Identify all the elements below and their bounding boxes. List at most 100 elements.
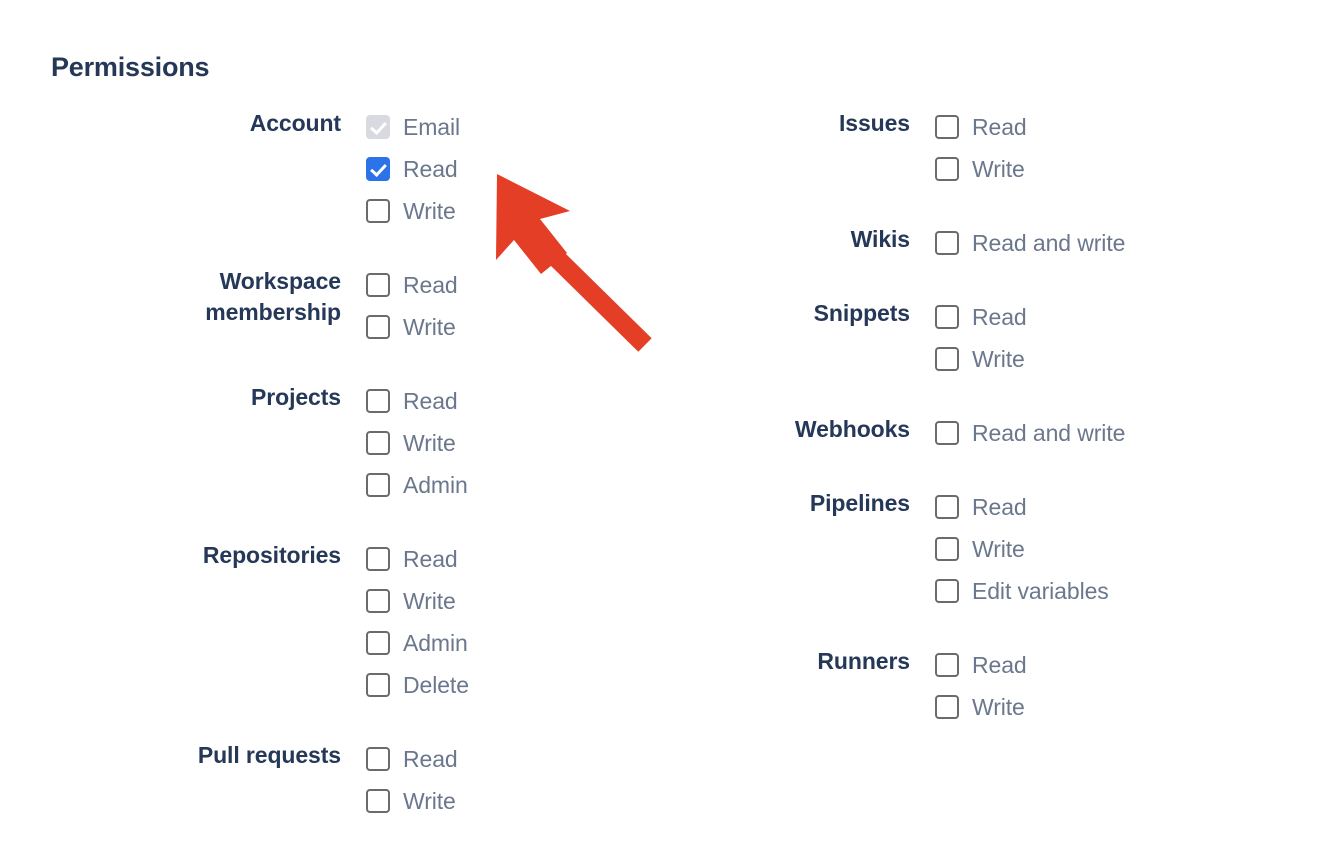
permission-option-row[interactable]: Read and write: [935, 412, 1125, 454]
permission-group-label: Pull requests: [197, 742, 341, 768]
permission-group-label: Projects: [251, 384, 341, 410]
permission-option-label: Write: [403, 314, 456, 340]
checkbox-unchecked-icon[interactable]: [366, 389, 390, 413]
permission-group-label: Snippets: [813, 300, 910, 326]
permission-option-row[interactable]: Read: [366, 738, 458, 780]
checkbox-unchecked-icon[interactable]: [366, 273, 390, 297]
permission-group-label: Issues: [838, 110, 910, 136]
checkbox-unchecked-icon[interactable]: [935, 653, 959, 677]
checkbox-unchecked-icon[interactable]: [366, 315, 390, 339]
permission-option-row[interactable]: Read: [935, 486, 1109, 528]
permission-option-label: Read: [972, 494, 1027, 520]
permission-option-label: Email: [403, 114, 461, 140]
permission-option-row[interactable]: Email: [366, 106, 460, 148]
checkbox-unchecked-icon[interactable]: [366, 547, 390, 571]
permission-option-row[interactable]: Edit variables: [935, 570, 1109, 612]
permission-option-label: Read: [972, 652, 1027, 678]
checkbox-unchecked-icon[interactable]: [935, 115, 959, 139]
permission-option-row[interactable]: Write: [366, 190, 460, 232]
permission-group-label: Repositories: [202, 542, 341, 568]
permission-option-row[interactable]: Admin: [366, 622, 469, 664]
permission-option-label: Write: [972, 156, 1025, 182]
permission-option-label: Delete: [403, 672, 469, 698]
checkbox-unchecked-icon[interactable]: [366, 199, 390, 223]
permission-group-label: Webhooks: [794, 416, 910, 442]
permission-option-label: Read: [972, 304, 1027, 330]
permission-option-label: Write: [403, 788, 456, 814]
permission-option-row[interactable]: Read: [935, 106, 1027, 148]
permission-option-label: Write: [972, 536, 1025, 562]
permission-option-row[interactable]: Write: [935, 148, 1027, 190]
checkbox-unchecked-icon[interactable]: [366, 747, 390, 771]
permission-option-label: Write: [972, 694, 1025, 720]
checkbox-unchecked-icon[interactable]: [935, 305, 959, 329]
permission-option-row[interactable]: Read: [366, 148, 460, 190]
permission-group-label: Pipelines: [809, 490, 910, 516]
permission-option-row[interactable]: Read and write: [935, 222, 1125, 264]
permission-option-row[interactable]: Write: [935, 338, 1027, 380]
permission-option-row[interactable]: Write: [366, 422, 468, 464]
checkbox-unchecked-icon[interactable]: [935, 537, 959, 561]
permission-option-label: Read: [403, 272, 458, 298]
permission-option-label: Read and write: [972, 230, 1126, 256]
checkbox-unchecked-icon[interactable]: [935, 157, 959, 181]
permission-option-row[interactable]: Write: [366, 580, 469, 622]
checkbox-unchecked-icon[interactable]: [935, 695, 959, 719]
checkbox-unchecked-icon[interactable]: [935, 421, 959, 445]
permission-group-label: Runners: [817, 648, 910, 674]
checkbox-unchecked-icon[interactable]: [366, 789, 390, 813]
permission-option-row[interactable]: Write: [935, 528, 1109, 570]
permission-option-label: Read: [972, 114, 1027, 140]
checkbox-unchecked-icon[interactable]: [366, 631, 390, 655]
permission-option-row[interactable]: Read: [366, 380, 468, 422]
permission-group-label: Account: [249, 110, 341, 136]
permission-option-label: Admin: [403, 472, 468, 498]
checkbox-unchecked-icon[interactable]: [366, 673, 390, 697]
checkbox-checked-icon[interactable]: [366, 157, 390, 181]
permission-option-row[interactable]: Read: [366, 264, 458, 306]
permission-option-label: Read: [403, 746, 458, 772]
checkbox-unchecked-icon[interactable]: [366, 473, 390, 497]
permission-option-row[interactable]: Read: [935, 644, 1027, 686]
permission-option-row[interactable]: Write: [366, 306, 458, 348]
permission-option-row[interactable]: Read: [935, 296, 1027, 338]
permission-option-label: Admin: [403, 630, 468, 656]
checkbox-unchecked-icon[interactable]: [935, 579, 959, 603]
permission-option-list: Read and write: [910, 222, 1125, 264]
permission-option-row[interactable]: Write: [935, 686, 1027, 728]
checkbox-unchecked-icon[interactable]: [366, 431, 390, 455]
permission-option-label: Write: [403, 198, 456, 224]
checkbox-disabled-checked-icon: [366, 115, 390, 139]
permission-group: Webhooks Read and write: [600, 412, 1300, 454]
permission-option-row[interactable]: Write: [366, 780, 458, 822]
permission-option-label: Read: [403, 546, 458, 572]
permission-option-row[interactable]: Admin: [366, 464, 468, 506]
permission-option-label: Read: [403, 156, 458, 182]
page-title: Permissions: [51, 52, 210, 82]
checkbox-unchecked-icon[interactable]: [935, 347, 959, 371]
checkbox-unchecked-icon[interactable]: [935, 495, 959, 519]
checkbox-unchecked-icon[interactable]: [366, 589, 390, 613]
checkbox-unchecked-icon[interactable]: [935, 231, 959, 255]
permission-option-row[interactable]: Delete: [366, 664, 469, 706]
permission-option-row[interactable]: Read: [366, 538, 469, 580]
